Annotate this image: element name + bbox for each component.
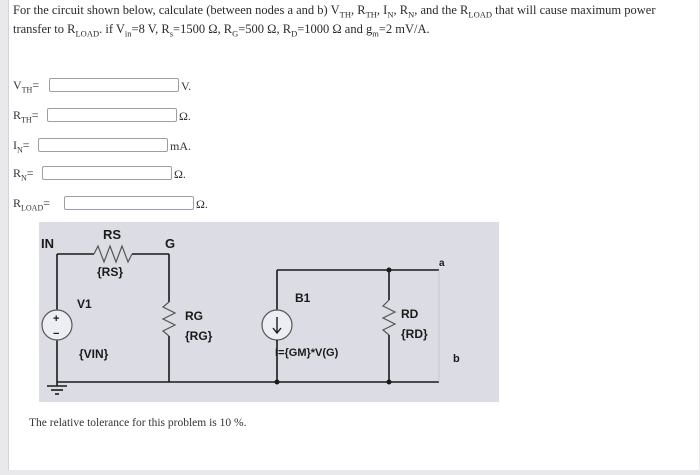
rth-input[interactable]	[47, 108, 177, 122]
label-rg-value: {RG}	[185, 329, 213, 343]
rth-unit: Ω.	[179, 109, 191, 123]
rload-label: RLOAD=	[13, 196, 51, 213]
rth-label: RTH=	[13, 108, 39, 125]
label-b1: B1	[295, 291, 311, 305]
label-g: G	[165, 236, 175, 251]
in-unit: mA.	[170, 139, 191, 153]
label-rs-value: {RS}	[97, 265, 123, 279]
v1-source	[41, 309, 73, 341]
tolerance-note: The relative tolerance for this problem …	[29, 417, 247, 429]
node-dot-top	[386, 267, 392, 273]
label-node-b: b	[453, 353, 460, 365]
node-dot-b1	[274, 379, 280, 385]
vth-label: VTH=	[13, 78, 40, 95]
label-v1-plus: +	[53, 313, 59, 325]
rn-unit: Ω.	[174, 167, 186, 181]
node-dot-bottom	[386, 379, 392, 385]
rn-input[interactable]	[42, 166, 172, 180]
label-rg: RG	[185, 309, 203, 323]
rload-input[interactable]	[64, 196, 194, 210]
label-v1: V1	[77, 297, 92, 311]
label-node-a: a	[439, 258, 445, 269]
in-label: IN=	[13, 138, 30, 155]
rn-row: RN= Ω.	[13, 166, 213, 182]
label-vin: {VIN}	[79, 347, 109, 361]
label-rd-value: {RD}	[401, 327, 428, 341]
vth-unit: V.	[181, 79, 192, 93]
in-row: IN= mA.	[13, 138, 213, 154]
rth-row: RTH= Ω.	[13, 108, 213, 124]
label-v1-minus: −	[53, 328, 59, 340]
rload-unit: Ω.	[196, 197, 208, 211]
label-in: IN	[41, 236, 54, 251]
rn-label: RN=	[13, 166, 34, 183]
vth-row: VTH= V.	[13, 78, 213, 94]
label-current-expr: I={GM}*V(G)	[275, 347, 339, 359]
in-input[interactable]	[38, 138, 168, 152]
rload-row: RLOAD= Ω.	[13, 196, 233, 212]
b1-arrow-head	[272, 327, 282, 335]
rg-resistor	[161, 301, 177, 337]
question-panel: For the circuit shown below, calculate (…	[8, 0, 699, 470]
problem-statement: For the circuit shown below, calculate (…	[13, 3, 656, 38]
circuit-svg: IN RS {RS} G V1 + − {VIN} RG {RG} B1 I={…	[41, 227, 460, 395]
vth-input[interactable]	[49, 78, 179, 92]
rd-resistor	[381, 299, 397, 336]
rs-resistor	[93, 244, 133, 264]
circuit-diagram: IN RS {RS} G V1 + − {VIN} RG {RG} B1 I={…	[39, 222, 499, 402]
label-rs: RS	[103, 227, 121, 242]
label-rd: RD	[401, 307, 419, 321]
